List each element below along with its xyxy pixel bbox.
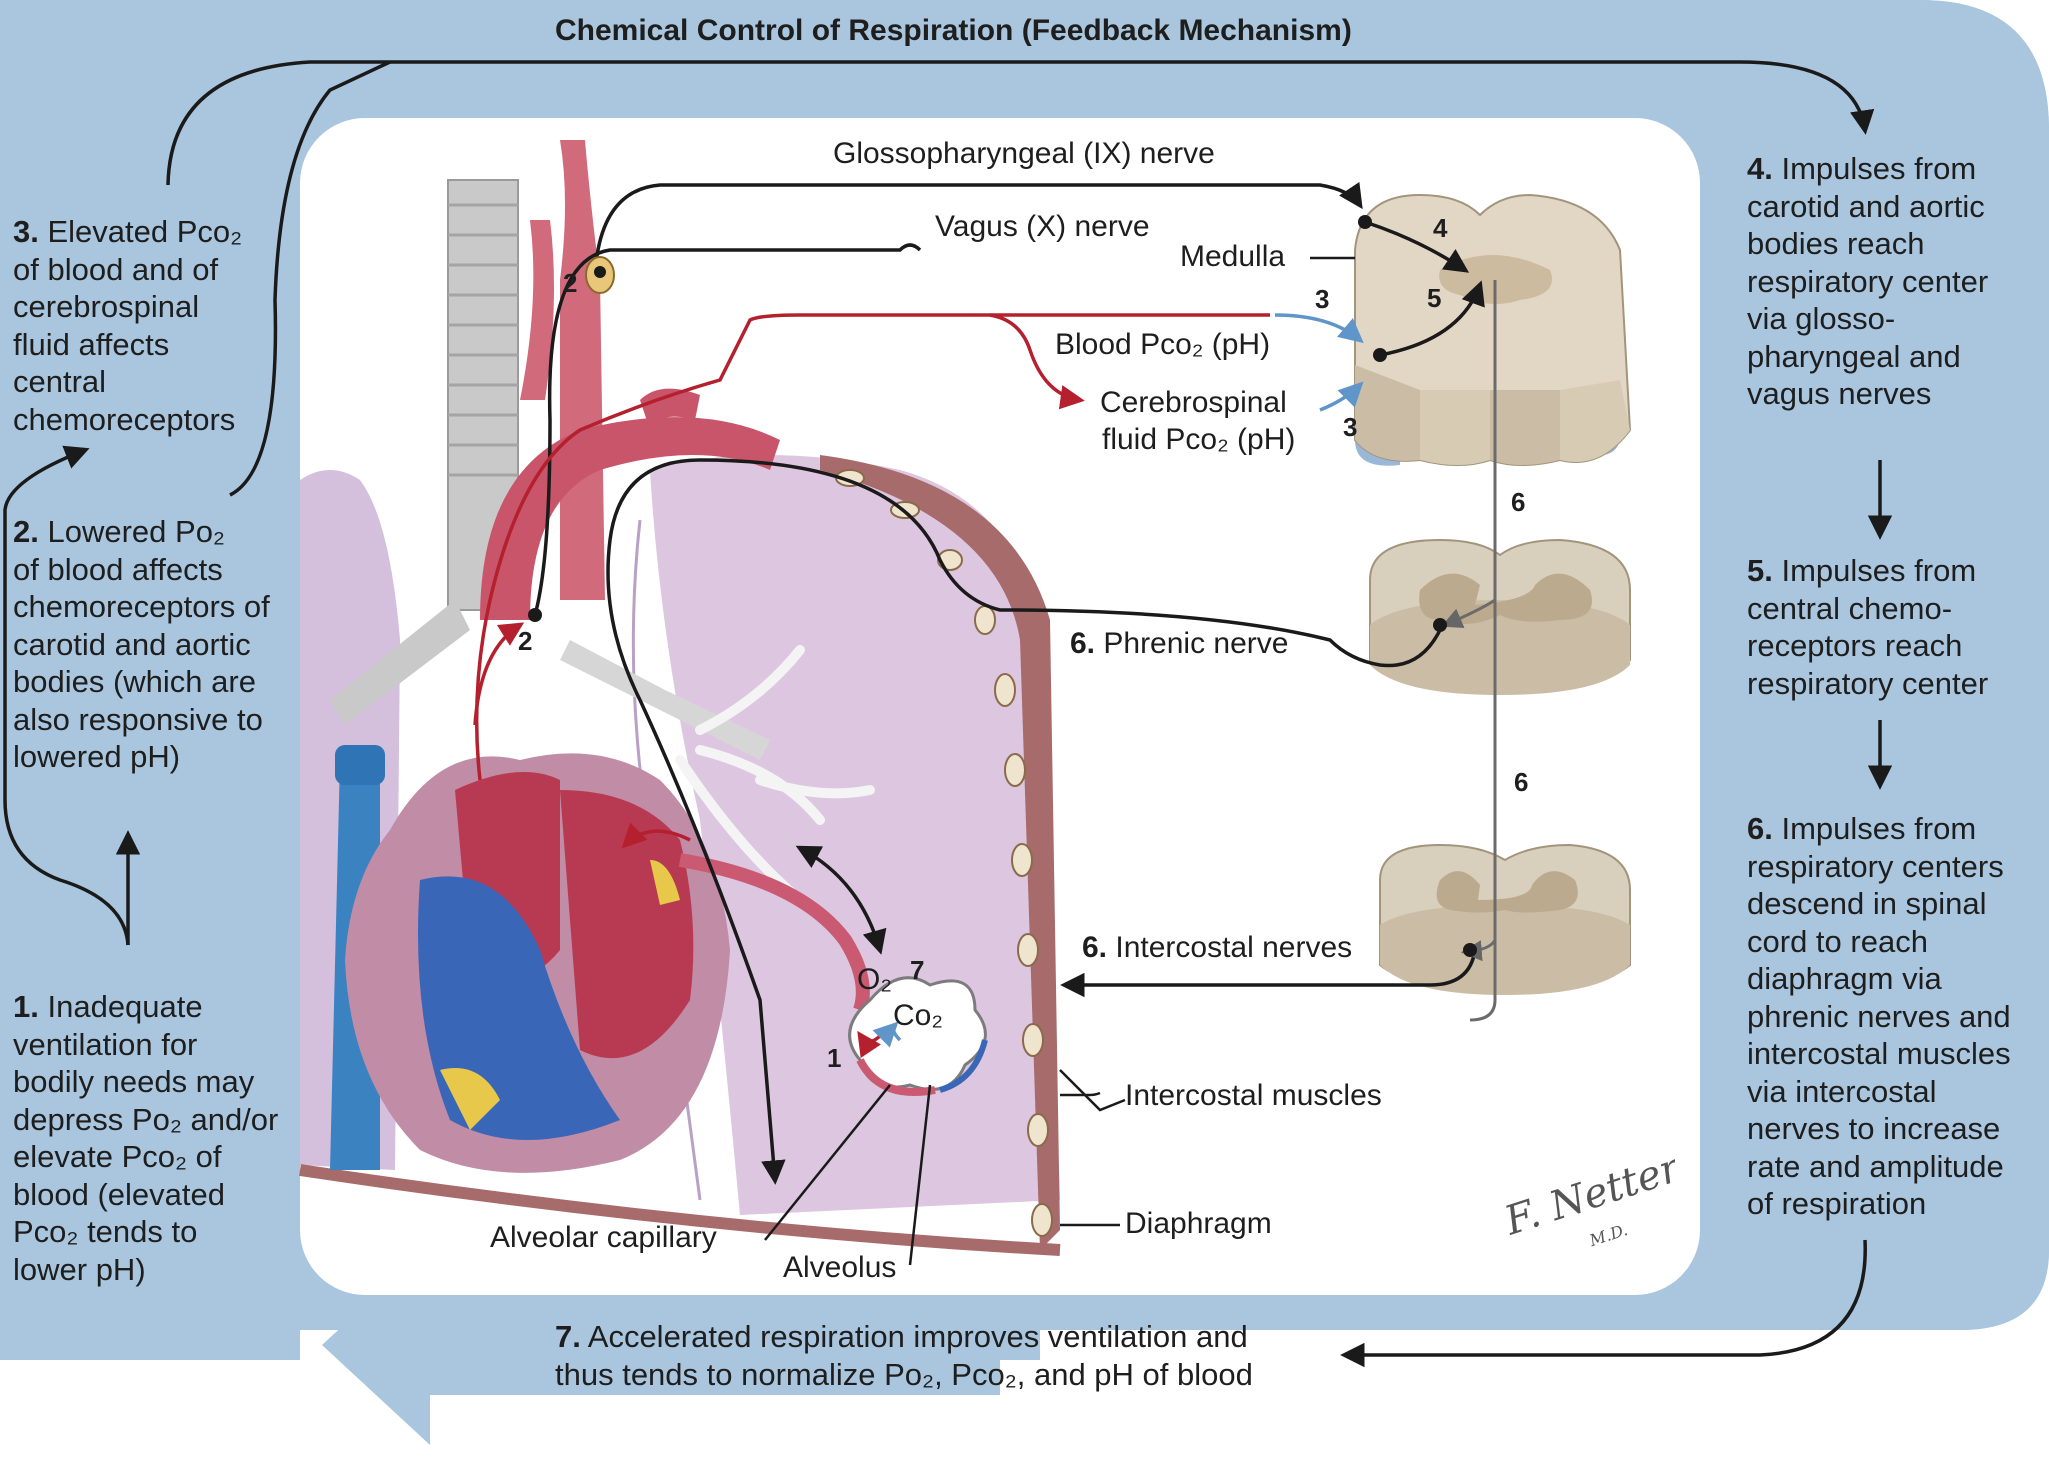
step6-to-step7-arrow bbox=[1340, 1239, 1867, 1368]
phrenic-nerve-label: 6. Phrenic nerve bbox=[1070, 626, 1288, 662]
step-7-body: Accelerated respiration improves ventila… bbox=[555, 1319, 1253, 1392]
co2-label: Co₂ bbox=[893, 999, 943, 1032]
medulla-dot-3 bbox=[1373, 348, 1387, 362]
marker-5: 5 bbox=[1427, 283, 1442, 313]
step-4-body: Impulses from carotid and aortic bodies … bbox=[1747, 151, 1989, 411]
marker-6b: 6 bbox=[1514, 767, 1529, 797]
step-2-number: 2. bbox=[13, 514, 39, 549]
step-5-number: 5. bbox=[1747, 553, 1773, 588]
svg-text:F. Netter: F. Netter bbox=[1498, 1150, 1675, 1245]
diaphragm-label: Diaphragm bbox=[1125, 1207, 1272, 1240]
top-feedback-arrow bbox=[166, 60, 1875, 186]
vagus-label: Vagus (X) nerve bbox=[935, 210, 1150, 243]
nerve-pathways bbox=[3, 60, 1893, 1368]
alveolus-leader bbox=[908, 1084, 932, 1266]
medulla-section bbox=[1354, 193, 1632, 466]
step-1-text: 1. Inadequate ventilation for bodily nee… bbox=[13, 988, 303, 1288]
step-6-number: 6. bbox=[1747, 811, 1773, 846]
svg-text:M.D.: M.D. bbox=[1586, 1220, 1630, 1250]
cervical-cord-section bbox=[1369, 538, 1631, 695]
marker-4: 4 bbox=[1433, 213, 1448, 243]
o2-label: O₂ bbox=[857, 963, 892, 996]
step1-to-step3-arrow bbox=[3, 445, 130, 946]
medulla-label: Medulla bbox=[1180, 240, 1286, 273]
step-3-number: 3. bbox=[13, 214, 39, 249]
aortic-body-dot bbox=[528, 608, 542, 622]
intercostal-number: 6. bbox=[1082, 931, 1108, 964]
medulla-dot-4 bbox=[1358, 215, 1372, 229]
intercostal-origin-dot bbox=[1463, 943, 1477, 957]
page-title: Chemical Control of Respiration (Feedbac… bbox=[555, 14, 1352, 47]
blood-pco2-path bbox=[474, 313, 1270, 781]
pco2-signals bbox=[473, 313, 1364, 1059]
step-5-text: 5. Impulses from central chemo- receptor… bbox=[1747, 552, 2037, 702]
step-3-text: 3. Elevated Pco₂ of blood and of cerebro… bbox=[13, 213, 263, 438]
step-2-text: 2. Lowered Po₂ of blood affects chemorec… bbox=[13, 513, 303, 776]
alveolar-capillary-leader bbox=[764, 1084, 891, 1241]
phrenic-number: 6. bbox=[1070, 627, 1096, 660]
heart bbox=[345, 753, 730, 1173]
blood-pco2-label: Blood Pco₂ (pH) bbox=[1055, 328, 1271, 361]
step-1-number: 1. bbox=[13, 989, 39, 1024]
step2-to-top-line bbox=[229, 60, 391, 497]
csf-pco2-label-2: fluid Pco₂ (pH) bbox=[1102, 423, 1296, 456]
step-3-body: Elevated Pco₂ of blood and of cerebrospi… bbox=[13, 214, 243, 437]
step-5-body: Impulses from central chemo- receptors r… bbox=[1747, 553, 1989, 701]
marker-3b: 3 bbox=[1343, 412, 1358, 442]
intercostal-nerves-label: 6. Intercostal nerves bbox=[1082, 930, 1352, 966]
intercostal-muscles-leader bbox=[1059, 1069, 1126, 1112]
marker-1: 1 bbox=[827, 1043, 842, 1073]
intercostal-text: Intercostal nerves bbox=[1115, 931, 1353, 964]
alveolus-label: Alveolus bbox=[783, 1251, 897, 1284]
marker-7: 7 bbox=[910, 955, 925, 985]
artist-signature: F. Netter M.D. bbox=[1498, 1150, 1675, 1250]
step-7-number: 7. bbox=[555, 1319, 581, 1354]
intercostal-muscles-label: Intercostal muscles bbox=[1125, 1079, 1382, 1112]
medulla-arrow-4 bbox=[1364, 220, 1470, 273]
thoracic-cord-section bbox=[1379, 843, 1631, 995]
step-6-body: Impulses from respiratory centers descen… bbox=[1747, 811, 2011, 1221]
marker-6a: 6 bbox=[1511, 487, 1526, 517]
marker-aortic-2: 2 bbox=[518, 626, 533, 656]
vagus-nerve-path bbox=[533, 243, 922, 616]
alveolar-capillary-label: Alveolar capillary bbox=[490, 1221, 717, 1254]
marker-3a: 3 bbox=[1315, 284, 1330, 314]
step-4-text: 4. Impulses from carotid and aortic bodi… bbox=[1747, 150, 2037, 413]
phrenic-nerve-path bbox=[606, 458, 1442, 1185]
airway-alveolus-arrow bbox=[795, 845, 887, 955]
step-4-number: 4. bbox=[1747, 151, 1773, 186]
glossopharyngeal-nerve-path bbox=[593, 181, 1363, 276]
carotid-body bbox=[585, 256, 615, 294]
csf-pco2-label-1: Cerebrospinal bbox=[1100, 386, 1287, 419]
marker-carotid-2: 2 bbox=[563, 268, 578, 298]
glossopharyngeal-label: Glossopharyngeal (IX) nerve bbox=[833, 137, 1215, 170]
step-1-body: Inadequate ventilation for bodily needs … bbox=[13, 989, 279, 1287]
step-2-body: Lowered Po₂ of blood affects chemorecept… bbox=[13, 514, 270, 774]
step-6-text: 6. Impulses from respiratory centers des… bbox=[1747, 810, 2042, 1223]
step-7-text: 7. Accelerated respiration improves vent… bbox=[555, 1318, 1335, 1393]
phrenic-text: Phrenic nerve bbox=[1103, 627, 1289, 660]
medulla-arrow-5 bbox=[1379, 280, 1485, 357]
receptor-dots bbox=[528, 215, 1477, 957]
phrenic-origin-dot bbox=[1433, 618, 1447, 632]
